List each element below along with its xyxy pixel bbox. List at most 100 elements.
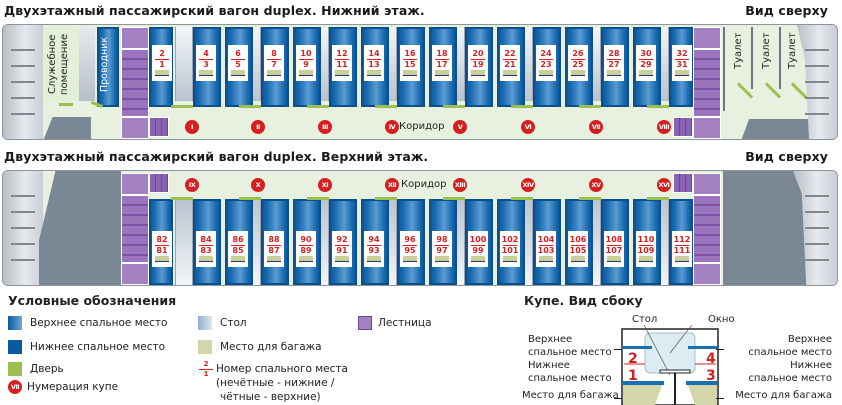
seat-number-sample: 2 1 [198,361,214,378]
door-swatch [8,362,22,376]
stairs [693,27,721,49]
lower-seat-number: 89 [300,246,312,255]
upper-seat-number: 112 [673,235,691,244]
lower-seat-number: 19 [472,60,484,69]
lower-seat-number: 27 [608,60,620,69]
door [375,105,397,108]
side-seat-number: 4 [706,351,716,367]
lower-seat-number: 17 [436,60,448,69]
coupe-number-badge: II [251,120,265,134]
lower-seat-number: 25 [572,60,584,69]
lower-seat-number: 109 [637,246,655,255]
lower-seat-number: 9 [303,60,309,69]
conductor-room [97,27,119,107]
sample-upper-seat: 2 [203,360,209,368]
luggage-swatch [198,340,212,354]
door [171,197,193,200]
lower-seat-number: 21 [504,60,516,69]
lower-berth-right [686,381,718,385]
upper-seat-number: 2 [159,49,165,58]
coupe-number-badge: X [251,178,265,192]
lower-berth-swatch [8,340,22,354]
upper-berth-swatch [8,316,22,330]
side-window-label: Окно [708,314,735,325]
table-icon [659,369,691,374]
upper-seat-number: 30 [640,49,652,58]
luggage-right-label: Место для багажа [735,390,832,401]
coupe-number-badge: V [453,120,467,134]
upper-seat-number: 100 [469,235,487,244]
legend-label: Дверь [30,363,64,375]
toilet-label: Туалет [787,32,798,70]
lower-berth-left [622,381,664,385]
lower-seat-number: 15 [404,60,416,69]
upper-seat-number: 108 [605,235,623,244]
side-seat-number: 3 [706,368,716,384]
lower-seat-number: 99 [472,246,484,255]
legend-label: Место для багажа [220,341,322,353]
upper-seat-number: 24 [540,49,552,58]
stairs [673,117,693,137]
stairs [121,263,149,285]
door [239,197,261,200]
corridor-label: Коридор [401,179,447,190]
corridor-label: Коридор [399,121,445,132]
legend-sublabel: (нечётные - нижние / [216,377,335,389]
legend-label: Стол [220,317,247,329]
luggage-left [623,385,662,405]
coupe-number-badge: VIII [657,120,671,134]
lower-seat-number: 1 [159,60,165,69]
coupe-number-badge: I [185,120,199,134]
upper-seat-number: 18 [436,49,448,58]
berth-pair[interactable] [225,199,253,285]
coupe-number-badge: IV [385,120,399,134]
luggage-right [688,385,717,405]
upper-seat-number: 32 [676,49,688,58]
legend-label: Верхнее спальное место [30,317,168,329]
side-view-title: Купе. Вид сбоку [524,293,643,308]
upper-seat-number: 102 [501,235,519,244]
upper-seat-number: 10 [300,49,312,58]
coupe-number-badge: VII [8,380,22,394]
table-swatch [198,316,212,330]
legend-label: Лестница [378,317,432,329]
door [579,105,601,108]
legend-label: Номер спального места [216,363,348,375]
luggage-left-label: Место для багажа [522,390,619,401]
door [59,103,73,106]
legend-label: Нижнее спальное место [30,341,166,353]
upper-floor-view-label: Вид сверху [745,149,828,164]
sample-lower-seat: 1 [203,370,209,378]
coupe-number-badge: XVI [657,178,671,192]
side-seat-number: 1 [628,368,638,384]
lower-seat-number: 105 [569,246,587,255]
coupe-number-badge: VII [589,120,603,134]
lower-seat-number: 23 [540,60,552,69]
side-table-label: Стол [632,314,658,325]
lower-seat-number: 85 [232,246,244,255]
upper-seat-number: 110 [637,235,655,244]
coupe-number-badge: XV [589,178,603,192]
door [511,105,533,108]
lower-seat-number: 3 [203,60,209,69]
lower-seat-number: 95 [404,246,416,255]
